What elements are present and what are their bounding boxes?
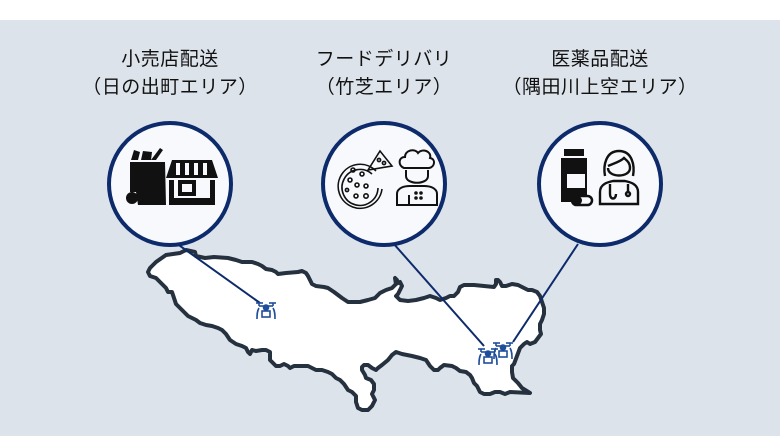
use-case-name: 小売店配送 xyxy=(121,48,219,70)
chef-icon xyxy=(396,149,438,206)
use-case-circle-medicine xyxy=(537,121,663,247)
connector-line-retail xyxy=(175,242,261,304)
storefront-icon xyxy=(166,160,218,205)
use-case-area: （隅田川上空エリア） xyxy=(502,76,698,98)
use-case-title-medicine: 医薬品配送 （隅田川上空エリア） xyxy=(490,45,710,101)
tokyo-map xyxy=(146,248,546,412)
use-case-name: 医薬品配送 xyxy=(551,48,649,70)
tokyo-map-outline xyxy=(146,248,546,412)
pizza-icon xyxy=(337,149,394,210)
grocery-bag-icon xyxy=(126,148,166,205)
top-strip xyxy=(0,0,780,20)
drone-icon xyxy=(493,342,513,360)
doctor-icon xyxy=(598,149,640,206)
use-case-circle-food xyxy=(321,121,447,247)
use-case-circle-retail xyxy=(107,121,233,247)
drone-icon xyxy=(478,348,498,366)
connector-line-medicine xyxy=(512,243,579,343)
use-case-area: （日の出町エリア） xyxy=(82,76,258,98)
connector-line-food xyxy=(392,242,485,347)
medicine-bottle-icon xyxy=(561,149,594,207)
connector-lines xyxy=(175,242,579,347)
drone-icon xyxy=(256,302,276,320)
use-case-title-retail: 小売店配送 （日の出町エリア） xyxy=(60,45,280,101)
use-case-title-food: フードデリバリ （竹芝エリア） xyxy=(274,45,494,101)
use-case-name: フードデリバリ xyxy=(315,48,453,70)
use-case-area: （竹芝エリア） xyxy=(315,76,453,98)
